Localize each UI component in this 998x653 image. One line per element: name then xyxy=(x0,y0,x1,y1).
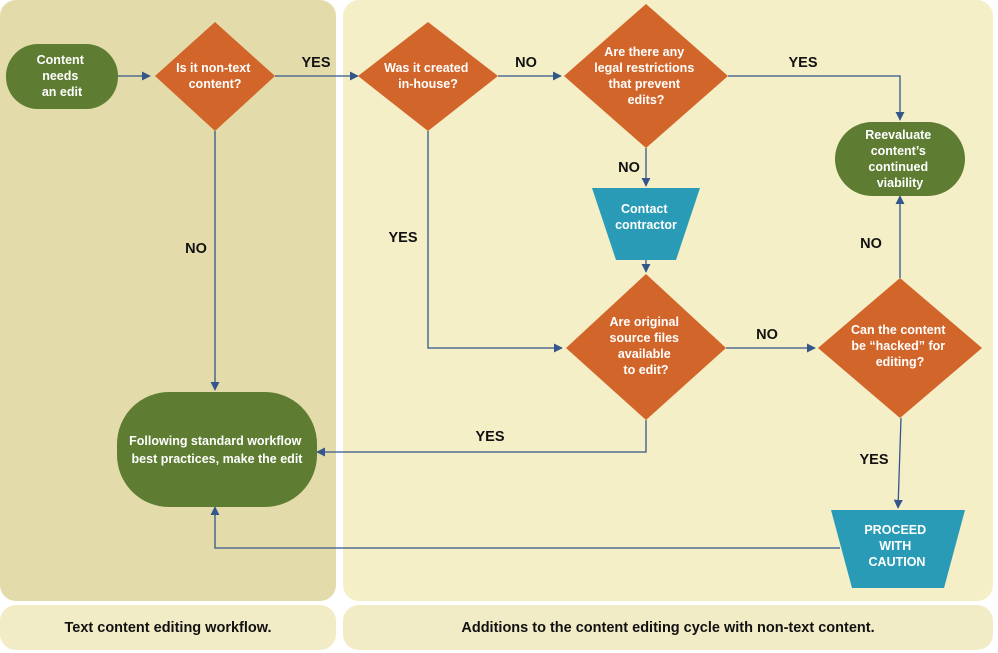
non-text-workflow-caption: Additions to the content editing cycle w… xyxy=(343,605,993,650)
contact-contractor-action: Contact contractor xyxy=(592,188,700,260)
label-in-house-no: NO xyxy=(515,55,537,71)
reevaluate-node: Reevaluate content’s continued viability xyxy=(835,122,965,196)
legal-restrictions-decision: Are there any legal restrictions that pr… xyxy=(564,4,728,148)
label-source-yes: YES xyxy=(475,429,504,445)
edge-in-house-yes xyxy=(427,131,563,353)
source-files-label: Are original source files available to e… xyxy=(610,315,683,377)
in-house-decision: Was it created in-house? xyxy=(358,22,498,131)
contact-label: Contact contractor xyxy=(615,202,677,232)
reevaluate-label: Reevaluate content’s continued viability xyxy=(865,128,935,190)
non-text-decision: Is it non-text content? xyxy=(155,22,275,131)
label-hacked-no: NO xyxy=(860,236,882,252)
non-text-label: Is it non-text content? xyxy=(176,61,254,91)
edge-hacked-yes xyxy=(893,417,903,509)
label-in-house-yes: YES xyxy=(388,230,417,246)
source-files-decision: Are original source files available to e… xyxy=(566,274,726,420)
label-non-text-no: NO xyxy=(185,241,207,257)
legal-label: Are there any legal restrictions that pr… xyxy=(594,45,698,107)
label-legal-yes: YES xyxy=(788,55,817,71)
in-house-label: Was it created in-house? xyxy=(384,61,472,91)
edge-source-yes xyxy=(316,420,647,457)
label-non-text-yes: YES xyxy=(301,55,330,71)
start-node: Content needs an edit xyxy=(6,44,118,109)
text-workflow-caption: Text content editing workflow. xyxy=(0,605,336,650)
hacked-label: Can the content be “hacked” for editing? xyxy=(851,323,949,369)
hacked-decision: Can the content be “hacked” for editing? xyxy=(818,278,982,418)
proceed-with-caution-action: PROCEED WITH CAUTION xyxy=(831,510,965,588)
edge-caution-to-standard xyxy=(210,506,840,549)
label-legal-no: NO xyxy=(618,160,640,176)
standard-workflow-node: Following standard workflow best practic… xyxy=(117,392,317,507)
label-hacked-yes: YES xyxy=(859,452,888,468)
edge-legal-yes xyxy=(728,75,905,121)
label-source-no: NO xyxy=(756,327,778,343)
caution-label: PROCEED WITH CAUTION xyxy=(864,523,929,569)
standard-workflow-label: Following standard workflow best practic… xyxy=(129,434,305,466)
start-label: Content needs an edit xyxy=(37,53,88,99)
